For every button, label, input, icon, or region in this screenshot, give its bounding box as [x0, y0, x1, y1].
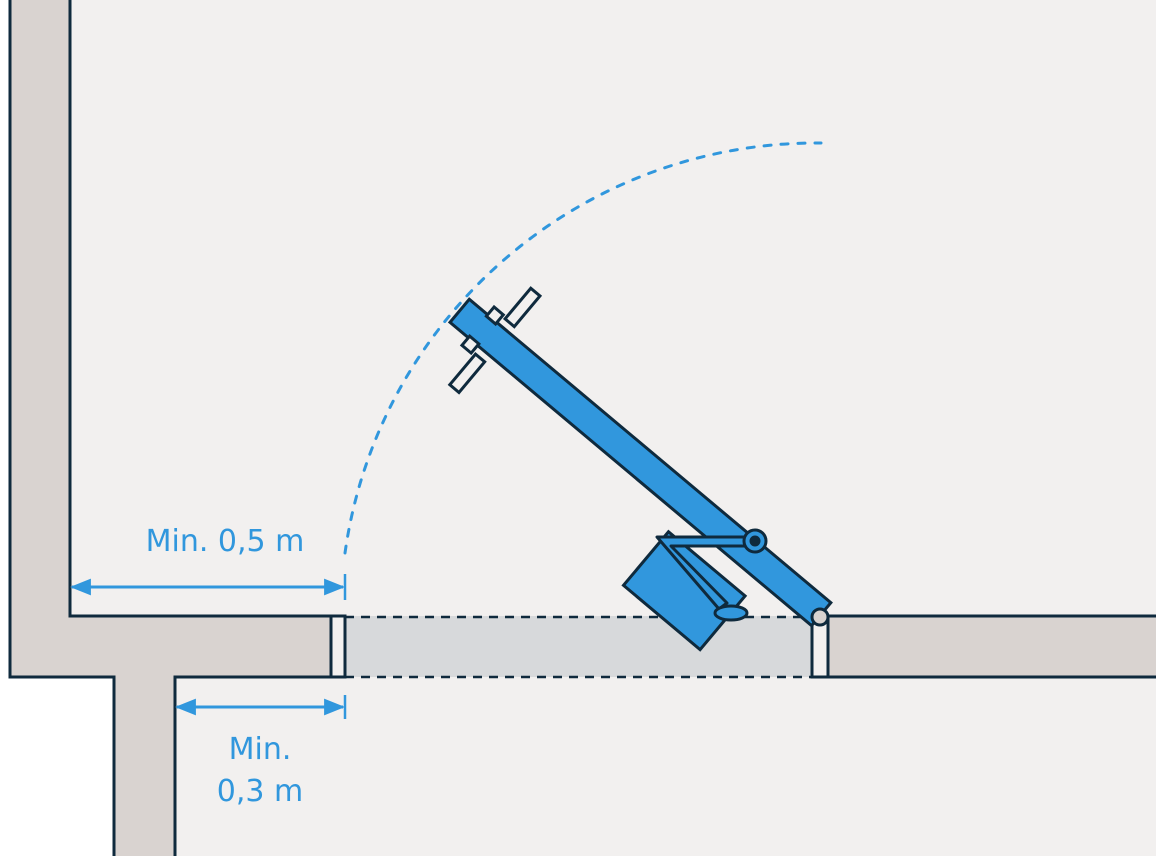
door-threshold — [345, 616, 812, 677]
room-floor — [70, 0, 1156, 616]
wall-clearance-label: Min. 0,5 m — [145, 524, 305, 559]
corridor-clearance-label-line1: Min. — [228, 732, 292, 767]
dimension-corridor-clearance — [174, 695, 347, 719]
hinge-icon — [810, 607, 830, 627]
wall-structure — [10, 0, 1156, 856]
door-closer-icon — [621, 529, 748, 652]
corridor-clearance-label: Min. 0,3 m — [170, 729, 350, 813]
door-jamb-left — [329, 614, 347, 679]
corridor-clearance-label-line2: 0,3 m — [216, 774, 304, 809]
door-swing-arc — [343, 141, 823, 555]
wall-outlines — [8, 0, 1156, 856]
dimension-wall-clearance — [69, 574, 347, 600]
lever-handle-icon — [447, 286, 543, 395]
door-stop — [713, 604, 749, 622]
